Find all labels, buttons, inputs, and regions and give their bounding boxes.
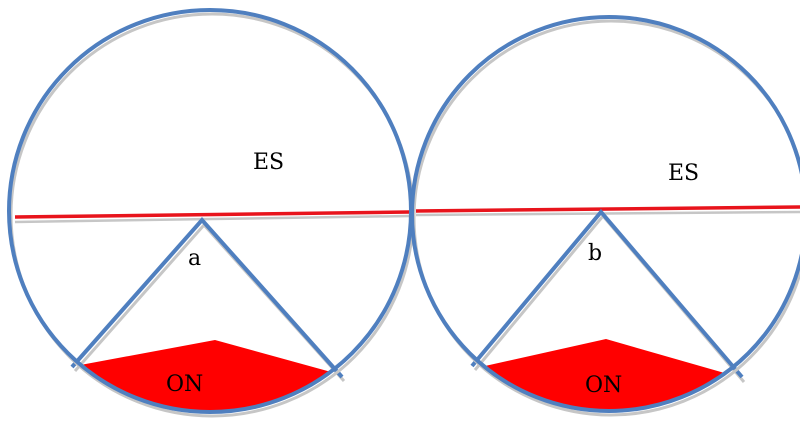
circle-b [410,15,800,413]
region-label-a: ES [253,150,284,175]
angle-label-b: b [588,241,602,266]
angle-lines-b [470,208,744,379]
region-label-b: ES [668,161,699,186]
horizontal-line-b [415,205,800,213]
angle-lines-a [70,216,344,379]
horizontal-line-shadow-b [415,210,800,217]
diagram-b: ES b ON [410,15,800,417]
diagram-a: ES a ON [7,8,415,418]
horizontal-line-a [14,210,411,219]
segment-label-a: ON [166,372,203,397]
segment-label-b: ON [585,373,622,398]
angle-label-a: a [188,246,201,271]
horizontal-line-shadow-a [14,214,411,224]
